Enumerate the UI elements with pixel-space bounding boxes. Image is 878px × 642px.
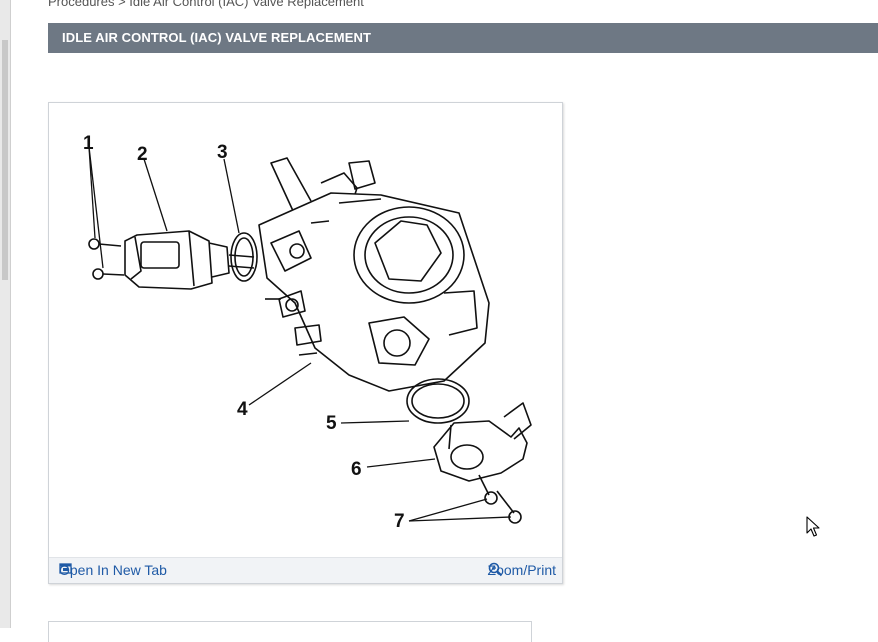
next-figure-card (48, 621, 532, 642)
part-4-throttle-body (258, 157, 490, 392)
part-2-iac-valve (124, 230, 255, 290)
part-1-screws (88, 238, 125, 280)
callout-2: 2 (137, 144, 148, 165)
window-left-edge (0, 0, 11, 628)
open-in-new-tab-label[interactable]: Open In New Tab (59, 562, 167, 578)
throttle-body-diagram[interactable]: 1 2 3 4 5 6 7 (49, 103, 562, 557)
magnifier-zoom-icon (488, 562, 502, 577)
section-title: IDLE AIR CONTROL (IAC) VALVE REPLACEMENT (62, 30, 372, 45)
mouse-pointer-icon (806, 516, 820, 537)
zoom-print-label[interactable]: Zoom/Print (487, 562, 556, 578)
figure-card: 1 2 3 4 5 6 7 Open In New Tab Zoom/Print (48, 102, 563, 584)
callout-4: 4 (237, 399, 248, 420)
breadcrumb: Procedures > Idle Air Control (IAC) Valv… (48, 0, 364, 9)
callout-5: 5 (326, 413, 337, 434)
part-5-o-ring (406, 378, 470, 424)
callout-1: 1 (83, 133, 94, 154)
callout-7: 7 (394, 511, 405, 532)
scrollbar-thumb[interactable] (2, 40, 8, 280)
callout-6: 6 (351, 459, 362, 480)
part-6-tp-sensor (433, 402, 532, 482)
part-7-screws (478, 474, 522, 524)
figure-toolbar: Open In New Tab Zoom/Print (49, 557, 562, 583)
zoom-print-link[interactable]: Zoom/Print (488, 562, 556, 578)
callout-3: 3 (217, 142, 228, 163)
part-3-o-ring (230, 232, 258, 282)
section-header: IDLE AIR CONTROL (IAC) VALVE REPLACEMENT (48, 23, 878, 53)
open-in-new-tab-link[interactable]: Open In New Tab (59, 562, 167, 578)
open-in-new-tab-icon (59, 563, 72, 574)
